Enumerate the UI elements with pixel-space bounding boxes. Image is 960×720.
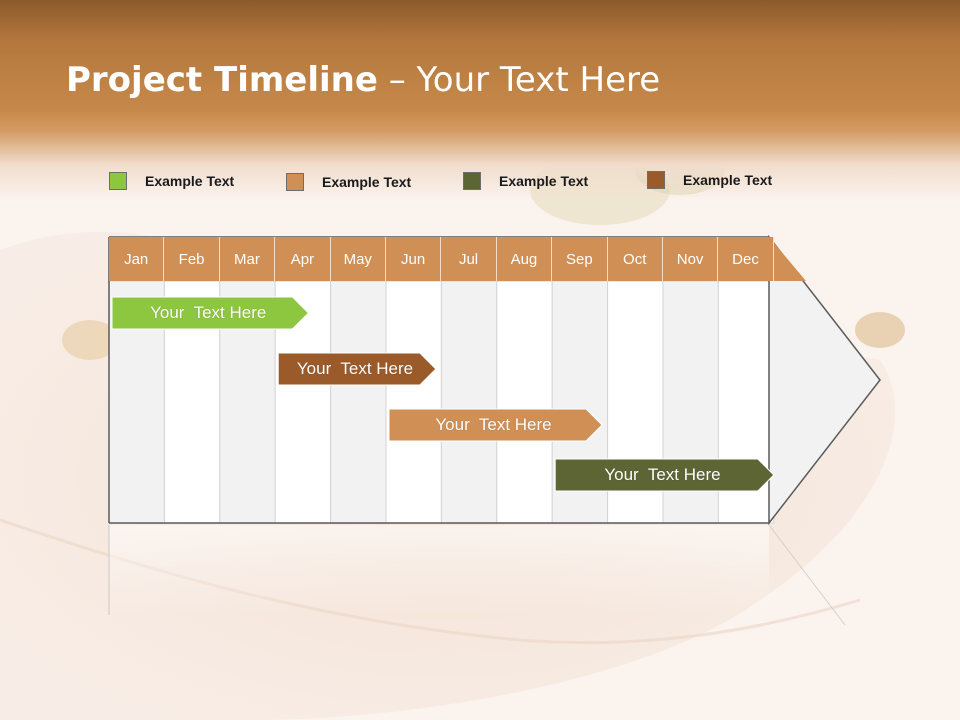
legend-item: Example Text: [109, 171, 234, 191]
task-bar: [554, 458, 775, 492]
month-label: Oct: [607, 237, 663, 281]
task-bar-label: Your Text Here: [435, 415, 552, 434]
page-title-rest: – Your Text Here: [377, 60, 661, 100]
legend-item: Example Text: [463, 171, 588, 191]
task-bar: [388, 408, 603, 442]
task-bar-label: Your Text Here: [150, 303, 267, 322]
month-label: Sep: [552, 237, 608, 281]
month-column: [330, 280, 387, 524]
page-title-bold: Project Timeline: [66, 60, 378, 100]
legend-swatch: [286, 173, 304, 191]
legend-swatch: [463, 172, 481, 190]
month-label: Nov: [662, 237, 719, 281]
page-title: Project Timeline – Your Text Here: [66, 60, 660, 100]
legend-item: Example Text: [647, 170, 772, 190]
month-column: [496, 280, 553, 524]
task-bar: [111, 296, 310, 330]
month-column: [385, 280, 442, 524]
legend-swatch: [647, 171, 665, 189]
month-label: Jun: [385, 237, 442, 281]
month-label: Dec: [718, 237, 774, 281]
task-bar: [277, 352, 437, 386]
timeline-arrow-top: [769, 237, 806, 281]
legend-label: Example Text: [145, 173, 235, 189]
month-label: Apr: [275, 237, 331, 281]
header-band: [0, 0, 960, 200]
month-label: Aug: [496, 237, 553, 281]
task-bar-label: Your Text Here: [604, 465, 721, 484]
legend-item: Example Text: [286, 172, 411, 192]
reflection-diagonal: [768, 524, 846, 626]
month-label: Jan: [109, 237, 165, 281]
legend-swatch: [109, 172, 127, 190]
legend-label: Example Text: [322, 174, 412, 190]
task-bar-label: Your Text Here: [296, 359, 414, 378]
month-label: Feb: [164, 237, 220, 281]
month-label: Jul: [441, 237, 497, 281]
legend-label: Example Text: [499, 173, 589, 189]
legend-label: Example Text: [683, 172, 773, 188]
timeline-arrow-head: [768, 234, 881, 526]
month-column: [440, 280, 498, 524]
month-label: Mar: [219, 237, 276, 281]
timeline-reflection: [109, 525, 769, 615]
month-label: May: [330, 237, 386, 281]
